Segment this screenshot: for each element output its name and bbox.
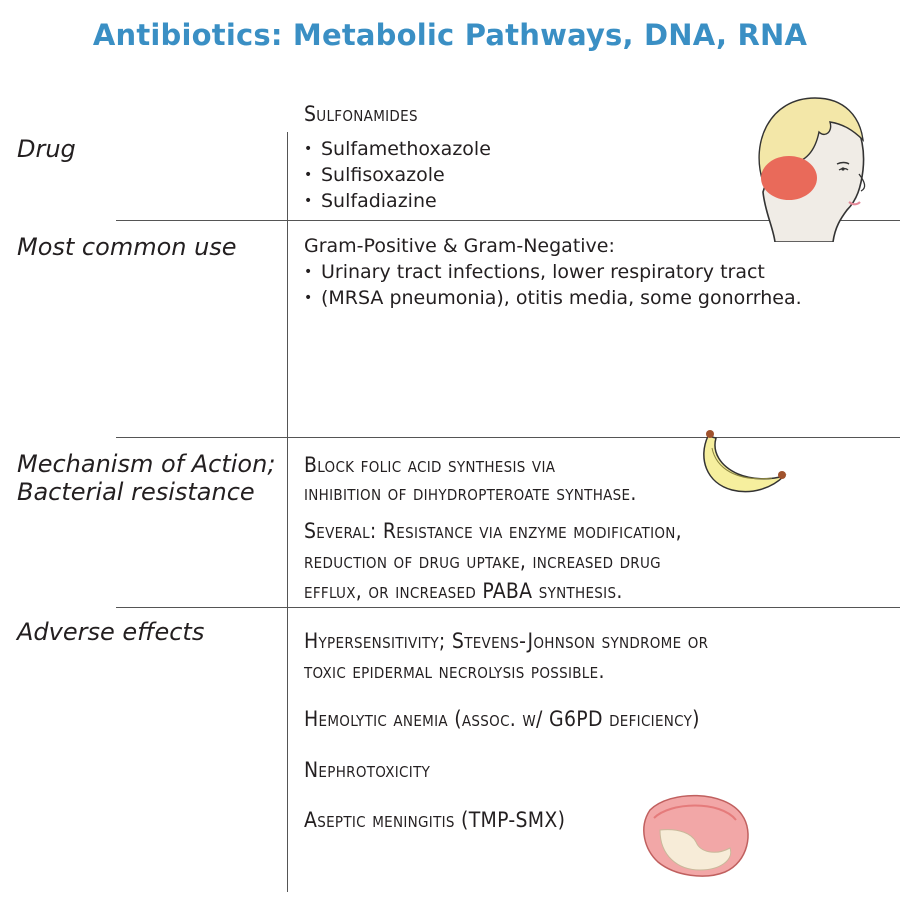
adverse-line: toxic epidermal necrolysis possible. [304,659,605,683]
child-head-icon [758,97,866,242]
page-title: Antibiotics: Metabolic Pathways, DNA, RN… [92,18,808,52]
drug-item: Sulfamethoxazole [304,136,491,162]
row-label-mechanism-line2: Bacterial resistance [17,478,255,506]
drug-class-heading: Sulfonamides [304,102,418,126]
use-item: (MRSA pneumonia), otitis media, some gon… [304,285,802,311]
use-section: Gram-Positive & Gram-Negative: Urinary t… [304,233,802,311]
resistance-line: efflux, or increased PABA synthesis. [304,579,623,603]
banana-icon [703,430,787,493]
adverse-effect-2: Hemolytic anemia (assoc. w/ G6PD deficie… [304,707,700,731]
drug-list: Sulfamethoxazole Sulfisoxazole Sulfadiaz… [304,136,491,214]
row-label-mechanism: Mechanism of Action; Bacterial resistanc… [17,450,275,506]
mechanism-line: inhibition of dihydropteroate synthase. [304,481,637,505]
row-label-use: Most common use [17,233,237,261]
row-label-drug: Drug [17,135,76,163]
use-intro: Gram-Positive & Gram-Negative: [304,235,615,257]
use-item: Urinary tract infections, lower respirat… [304,259,802,285]
drug-item: Sulfadiazine [304,188,491,214]
resistance-paragraph: Several: Resistance via enzyme modificat… [304,516,682,606]
row-label-mechanism-line1: Mechanism of Action; [17,450,276,478]
adverse-effect-3: Nephrotoxicity [304,758,431,782]
mechanism-paragraph: Block folic acid synthesis via inhibitio… [304,451,637,507]
row-divider-2 [116,437,900,438]
kidney-icon [643,794,749,877]
drug-item: Sulfisoxazole [304,162,491,188]
mechanism-line: Block folic acid synthesis via [304,453,556,477]
row-label-adverse: Adverse effects [17,618,205,646]
adverse-effect-1: Hypersensitivity; Stevens-Johnson syndro… [304,626,708,686]
adverse-line: Hypersensitivity; Stevens-Johnson syndro… [304,629,709,653]
resistance-line: Several: Resistance via enzyme modificat… [304,519,682,543]
adverse-effect-4: Aseptic meningitis (TMP-SMX) [304,808,566,832]
resistance-line: reduction of drug uptake, increased drug [304,549,661,573]
column-divider [287,132,288,892]
row-divider-1 [116,220,900,221]
row-divider-3 [116,607,900,608]
